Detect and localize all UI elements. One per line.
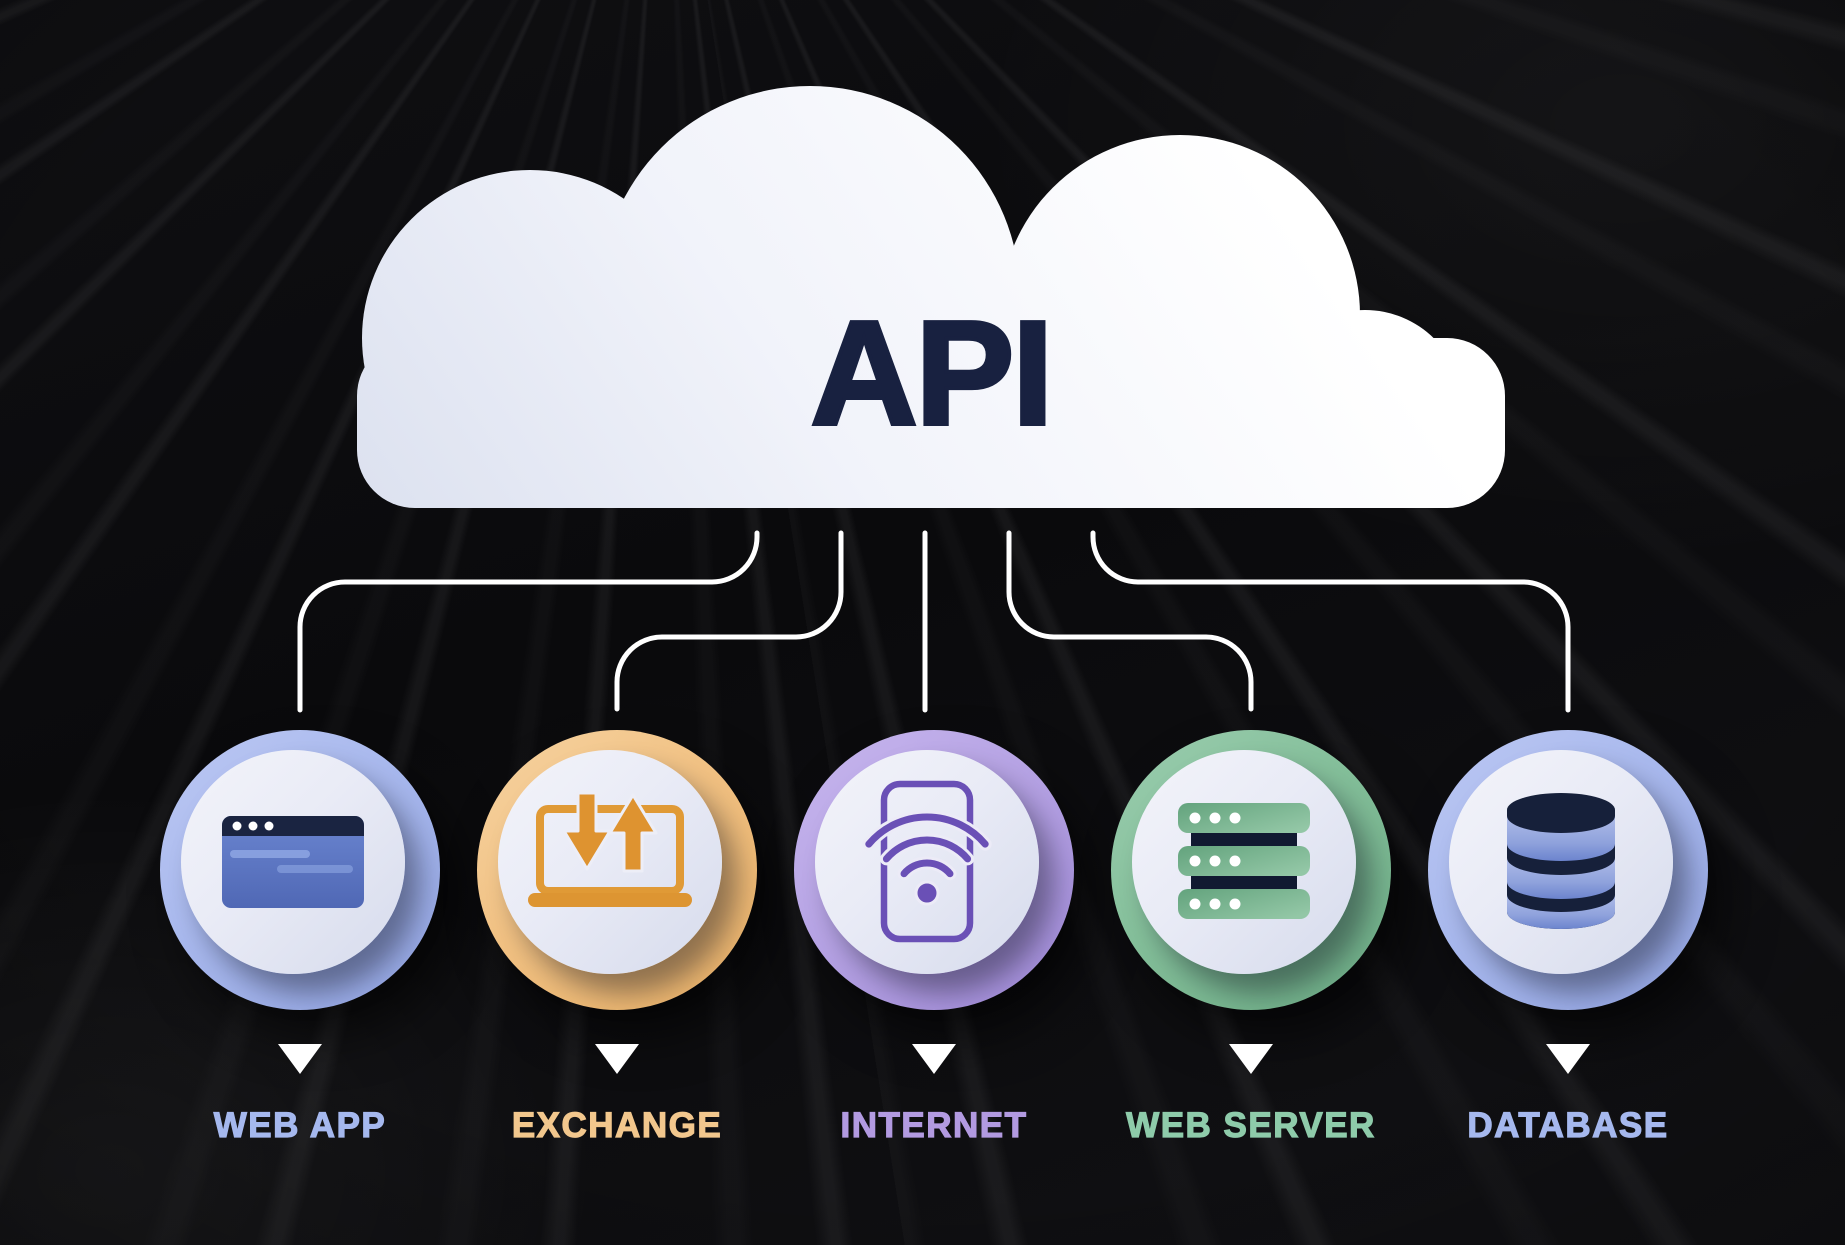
browser-window-icon	[222, 816, 364, 908]
api-title: API	[809, 291, 1056, 456]
laptop-transfer-icon	[528, 791, 692, 907]
node-label: DATABASE	[1467, 1105, 1669, 1145]
node-label: WEB APP	[213, 1105, 387, 1145]
node-web-server: WEB SERVER	[1111, 730, 1391, 1200]
pointer-triangle	[912, 1044, 956, 1074]
connector-line-database	[1090, 530, 1571, 713]
node-database: DATABASE	[1428, 730, 1708, 1200]
server-stack-icon	[1178, 803, 1310, 919]
node-exchange: EXCHANGE	[477, 730, 757, 1200]
phone-wifi-icon	[862, 780, 992, 943]
node-internet: INTERNET	[794, 730, 1074, 1200]
connector-line-exchange	[614, 530, 844, 712]
connector-line-web-server	[1006, 530, 1254, 712]
connector-line-web-app	[297, 530, 760, 713]
database-icon	[1507, 793, 1615, 929]
node-web-app: WEB APP	[160, 730, 440, 1200]
node-label: INTERNET	[840, 1105, 1028, 1145]
node-label: EXCHANGE	[511, 1105, 723, 1145]
node-disc	[498, 750, 722, 974]
pointer-triangle	[1546, 1044, 1590, 1074]
pointer-triangle	[1229, 1044, 1273, 1074]
pointer-triangle	[278, 1044, 322, 1074]
node-label: WEB SERVER	[1126, 1105, 1376, 1145]
pointer-triangle	[595, 1044, 639, 1074]
